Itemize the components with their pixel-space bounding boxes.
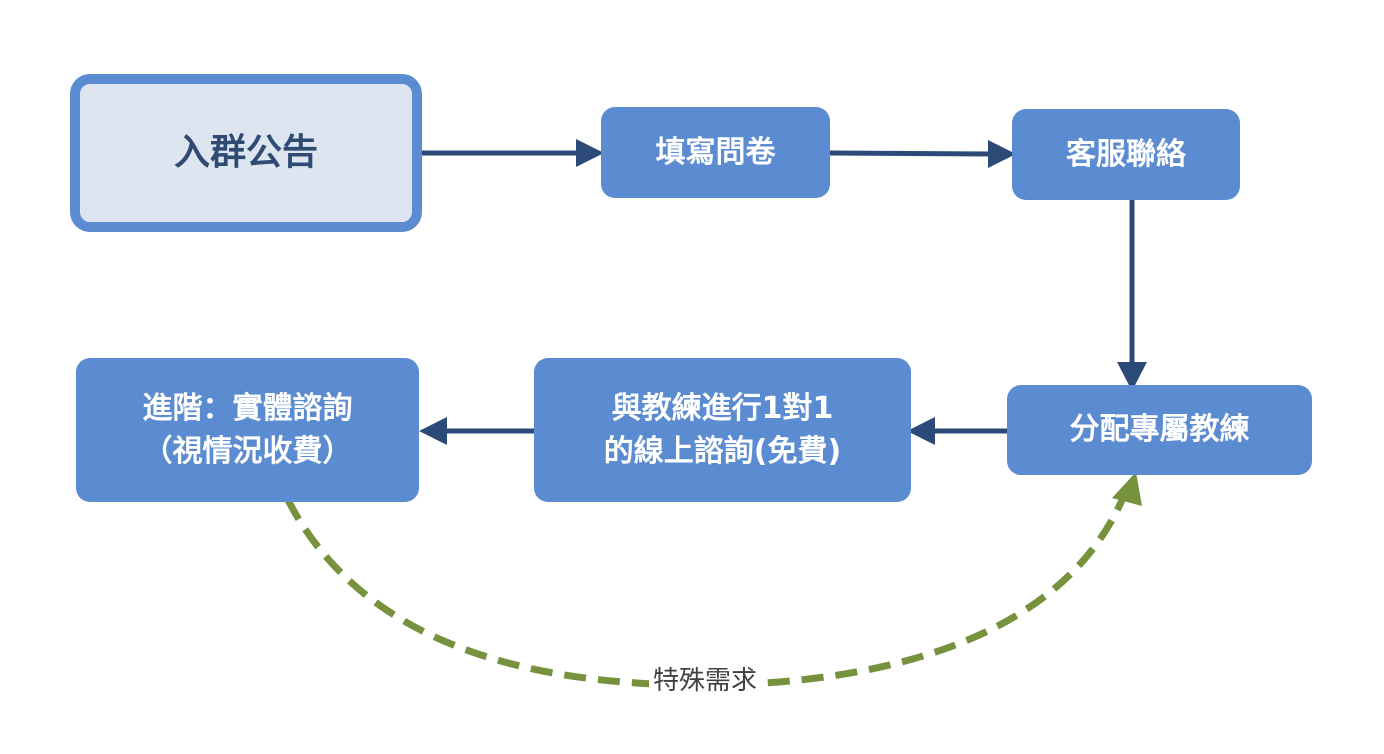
- node-customer-service: 客服聯絡: [1012, 109, 1240, 200]
- node-online-consult: 與教練進行1對1 的線上諮詢(免費): [534, 358, 911, 502]
- node-assign-coach: 分配專屬教練: [1007, 385, 1312, 475]
- arrowhead-special-needs: [1112, 472, 1142, 506]
- node-fill-form: 填寫問卷: [601, 107, 830, 198]
- arrowhead-service-to-assign: [1117, 362, 1147, 391]
- arrowhead-join-to-form: [576, 139, 604, 167]
- node-assign-coach-label: 分配專屬教練: [1069, 412, 1250, 448]
- node-advanced-consult-line1: 進階：實體諮詢: [142, 390, 353, 426]
- arrowhead-assign-to-online: [907, 417, 935, 445]
- arrowhead-form-to-service: [988, 140, 1016, 168]
- node-online-consult-line2: 的線上諮詢(免費): [603, 434, 842, 469]
- arrowhead-online-to-advanced: [419, 417, 447, 445]
- node-customer-service-label: 客服聯絡: [1066, 136, 1186, 172]
- node-join-notice: 入群公告: [70, 74, 422, 232]
- node-fill-form-label: 填寫問卷: [655, 134, 776, 170]
- node-online-consult-line1: 與教練進行1對1: [611, 390, 834, 426]
- arrow-form-to-service: [829, 150, 991, 157]
- node-join-notice-label: 入群公告: [173, 131, 318, 173]
- dashed-curve-special-needs: [284, 498, 1126, 689]
- node-advanced-consult-line2: （視情況收費）: [142, 434, 353, 469]
- edge-label-special-needs: 特殊需求: [649, 668, 762, 694]
- node-advanced-consult: 進階：實體諮詢 （視情況收費）: [76, 358, 419, 502]
